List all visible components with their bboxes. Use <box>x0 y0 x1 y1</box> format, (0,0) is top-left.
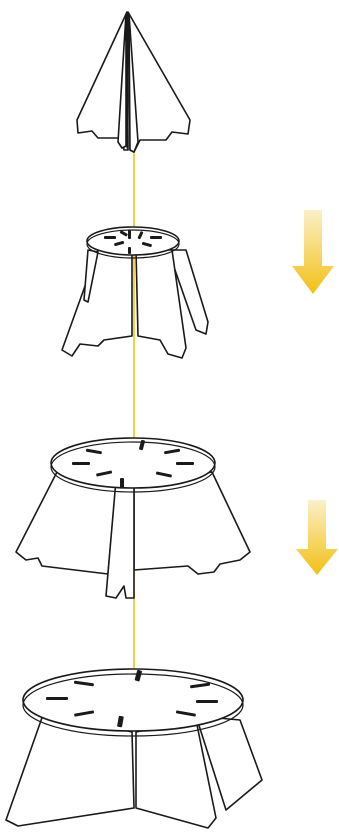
cone-piece <box>76 11 191 153</box>
medium-round-top-stand <box>15 437 251 599</box>
small-round-top-stand <box>61 226 209 359</box>
down-arrow-icon <box>292 210 334 294</box>
down-arrow-icon <box>296 500 338 575</box>
large-round-top-table <box>5 668 263 829</box>
